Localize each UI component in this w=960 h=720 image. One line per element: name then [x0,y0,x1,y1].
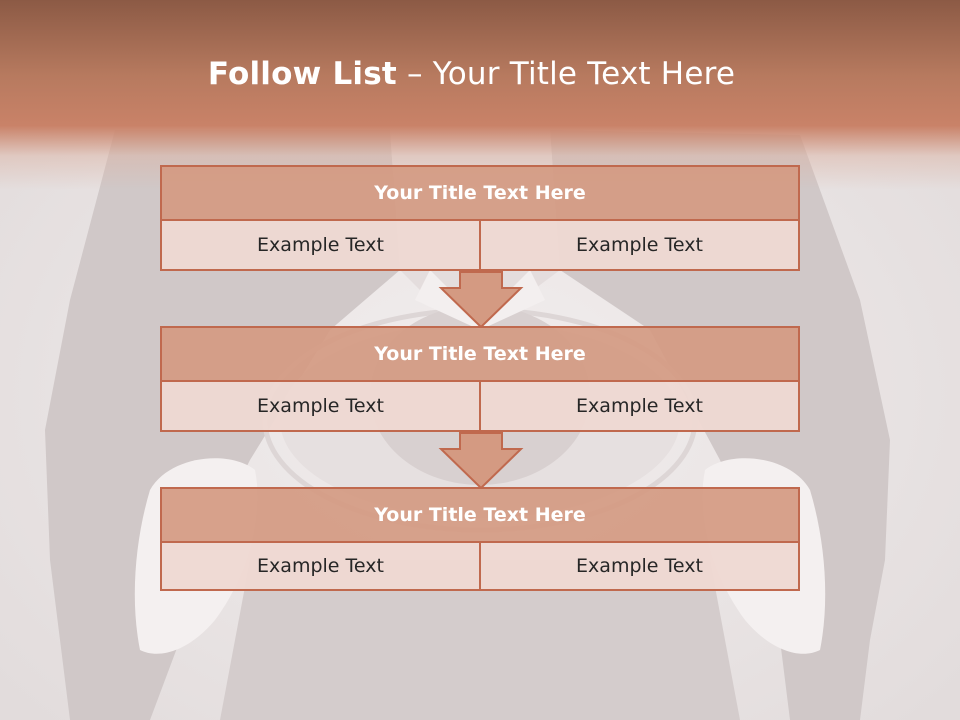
block-cell-right: Example Text [481,543,800,591]
title-spacer [397,56,407,92]
slide-title: Follow List – Your Title Text Here [0,56,943,92]
block-title: Your Title Text Here [160,165,800,221]
down-arrow-icon [438,271,524,329]
follow-block-1: Your Title Text Here Example Text Exampl… [160,165,800,271]
block-row: Example Text Example Text [160,543,800,591]
title-rest-part: – Your Title Text Here [406,56,736,92]
block-title: Your Title Text Here [160,487,800,543]
block-cell-right: Example Text [481,382,800,432]
block-cell-right: Example Text [481,221,800,271]
down-arrow-icon [438,432,524,490]
block-cell-left: Example Text [160,543,481,591]
block-cell-left: Example Text [160,382,481,432]
follow-block-2: Your Title Text Here Example Text Exampl… [160,326,800,432]
header-band [0,0,960,190]
title-bold-part: Follow List [207,56,397,92]
block-title: Your Title Text Here [160,326,800,382]
follow-block-3: Your Title Text Here Example Text Exampl… [160,487,800,591]
block-row: Example Text Example Text [160,382,800,432]
block-cell-left: Example Text [160,221,481,271]
block-row: Example Text Example Text [160,221,800,271]
